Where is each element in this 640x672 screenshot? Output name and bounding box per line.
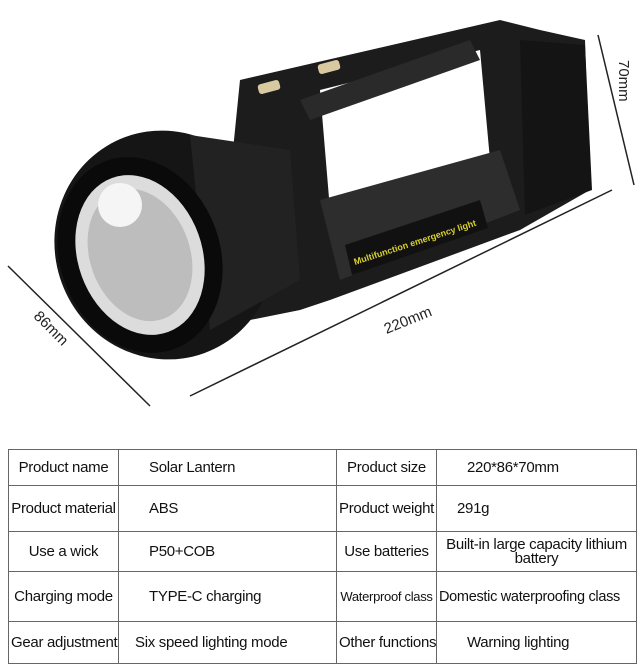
table-row: Product material ABS Product weight 291g [8, 485, 637, 532]
spec-value: Domestic waterproofing class [436, 571, 637, 622]
spec-table: Product name Solar Lantern Product size … [8, 449, 637, 664]
spec-value: Warning lighting [436, 621, 637, 664]
flashlight-body: Multifunction emergency light [54, 20, 592, 360]
width-dimension-line [7, 265, 151, 407]
spec-value: ABS [118, 485, 337, 532]
table-row: Use a wick P50+COB Use batteries Built-i… [8, 531, 637, 572]
spec-label: Charging mode [8, 571, 119, 622]
spec-value: Solar Lantern [118, 449, 337, 486]
spec-value: Six speed lighting mode [118, 621, 337, 664]
spec-value: TYPE-C charging [118, 571, 337, 622]
spec-label: Waterproof class [336, 571, 437, 622]
flashlight-illustration: Multifunction emergency light [7, 20, 635, 407]
spec-label: Product size [336, 449, 437, 486]
table-row: Gear adjustment Six speed lighting mode … [8, 621, 637, 664]
height-dimension-label: 70mm [615, 60, 632, 102]
spec-label: Product name [8, 449, 119, 486]
spec-value: 220*86*70mm [436, 449, 637, 486]
spec-label: Use batteries [336, 531, 437, 572]
spec-value: Built-in large capacity lithium battery [436, 531, 637, 572]
spec-value: 291g [436, 485, 637, 532]
spec-label: Other functions [336, 621, 437, 664]
height-dimension-line [597, 34, 635, 186]
length-dimension-line [189, 189, 613, 397]
table-row: Charging mode TYPE-C charging Waterproof… [8, 571, 637, 622]
spec-label: Product weight [336, 485, 437, 532]
spec-label: Product material [8, 485, 119, 532]
spec-value: P50+COB [118, 531, 337, 572]
table-row: Product name Solar Lantern Product size … [8, 449, 637, 486]
spec-label: Gear adjustment [8, 621, 119, 664]
spec-label: Use a wick [8, 531, 119, 572]
